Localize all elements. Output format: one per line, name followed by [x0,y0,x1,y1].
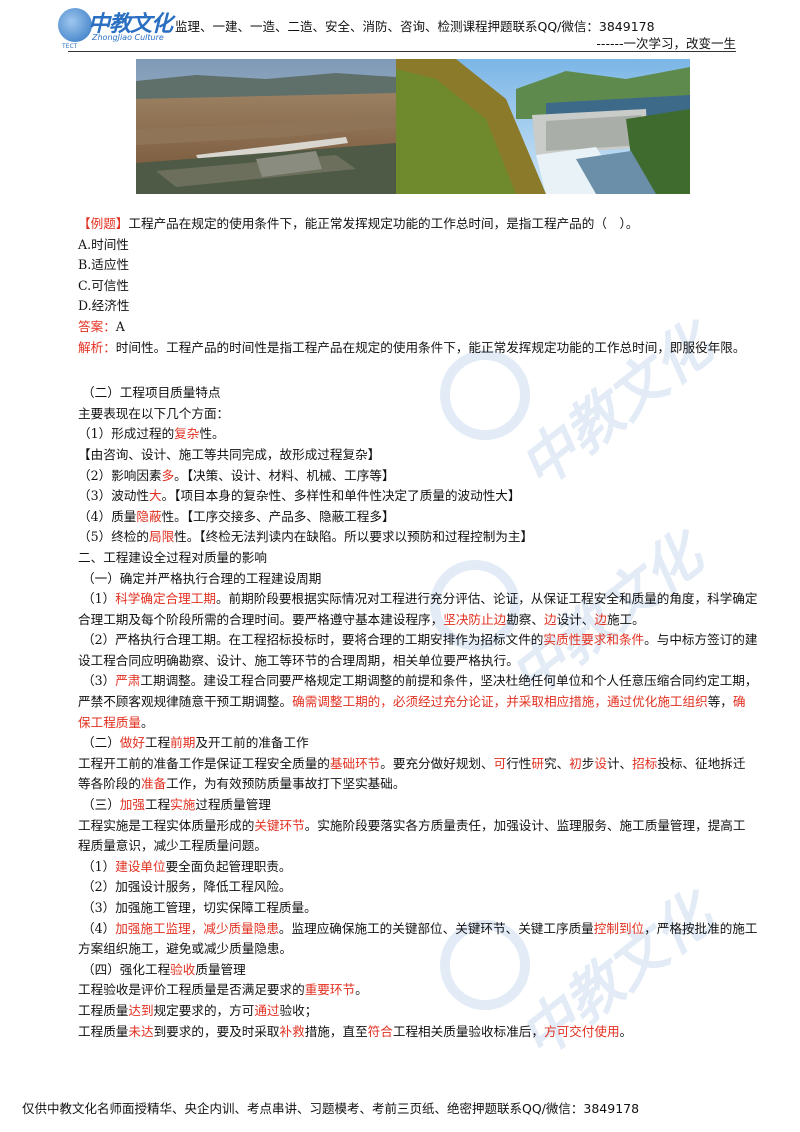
section2-sub3-heading: （三）加强工程实施过程质量管理 [82,797,271,813]
feature-1: （1）形成过程的复杂性。 [78,426,225,442]
section2-sub4-heading: （四）强化工程验收质量管理 [82,961,246,977]
analysis-text: 时间性。工程产品的时间性是指工程产品在规定的使用条件下，能正常发挥规定功能的工作… [115,339,746,355]
analysis-line: 解析：时间性。工程产品的时间性是指工程产品在规定的使用条件下，能正常发挥规定功能… [78,338,758,359]
dam-photos [136,59,690,194]
option-a: A.时间性 [78,236,129,252]
feature-4: （4）质量隐蔽性。【工序交接多、产品多、隐蔽工程多】 [78,508,395,524]
logo-emblem-icon [58,8,92,42]
feature-2: （2）影响因素多。【决策、设计、材料、机械、工序等】 [78,467,395,483]
feature-1-note: 【由咨询、设计、施工等共同完成，故形成过程复杂】 [78,446,381,462]
photo-hydro-dam-valley [396,59,690,194]
section2-heading: 二、工程建设全过程对质量的影响 [78,549,267,565]
section2-item1: （1）科学确定合理工期。前期阶段要根据实际情况对工程进行充分评估、论证，从保证工… [78,591,758,627]
header-slogan: ------一次学习，改变一生 [596,36,736,51]
document-body: 【例题】工程产品在规定的使用条件下，能正常发挥规定功能的工作总时间，是指工程产品… [78,214,758,1042]
section2-sub3-item1: （1）建设单位要全面负起管理职责。 [82,858,292,874]
option-d: D.经济性 [78,298,130,314]
section2-sub1-heading: （一）确定并严格执行合理的工程建设周期 [82,570,322,586]
answer-value: A [115,318,125,334]
section2-sub4-line2: 工程质量达到规定要求的，方可通过验收； [78,1002,318,1018]
question-tag: 【例题】 [78,216,129,231]
section2-sub2-paragraph: 工程开工前的准备工作是保证工程安全质量的基础环节。要充分做好规划、可行性研究、初… [78,755,746,792]
analysis-label: 解析： [78,339,116,355]
section2-sub2-heading: （二）做好工程前期及开工前的准备工作 [82,735,309,751]
option-c: C.可信性 [78,277,129,293]
section2-sub3-paragraph: 工程实施是工程实体质量形成的关键环节。实施阶段要落实各方质量责任，加强设计、监理… [78,817,746,854]
features-heading: （二）工程项目质量特点 [82,385,221,401]
section2-item3: （3）严肃工期调整。建设工程合同要严格规定工期调整的前提和条件，坚决杜绝任何单位… [78,673,758,730]
option-b: B.适应性 [78,257,130,273]
section2-sub3-item4: （4）加强施工监理，减少质量隐患。监理应确保施工的关键部位、关键环节、关键工序质… [78,920,758,957]
page-header: 中教文化 ZhongJiao Culture TECT 监理、一建、一造、二造、… [0,0,800,56]
logo-tect: TECT [62,43,78,50]
logo-subtitle: ZhongJiao Culture [92,33,164,42]
question-stem: 【例题】工程产品在规定的使用条件下，能正常发挥规定功能的工作总时间，是指工程产品… [78,214,758,235]
answer-label: 答案： [78,318,116,334]
section2-sub4-line1: 工程验收是评价工程质量是否满足要求的重要环节。 [78,982,368,998]
section2-item2: （2）严格执行合理工期。在工程招标投标时，要将合理的工期安排作为招标文件的实质性… [78,632,758,668]
section2-sub4-line3: 工程质量未达到要求的，要及时采取补救措施，直至符合工程相关质量验收标准后，方可交… [78,1023,633,1039]
header-divider [68,51,736,52]
section2-sub3-item2: （2）加强设计服务，降低工程风险。 [82,879,292,895]
brand-logo: 中教文化 ZhongJiao Culture TECT [58,6,188,50]
feature-5: （5）终检的局限性。【终检无法判读内在缺陷。所以要求以预防和过程控制为主】 [78,529,534,545]
feature-3: （3）波动性大。【项目本身的复杂性、多样性和单件性决定了质量的波动性大】 [78,488,521,504]
header-contact-ad: 监理、一建、一造、二造、安全、消防、咨询、检测课程押题联系QQ/微信：38491… [175,19,655,34]
section2-sub3-item3: （3）加强施工管理，切实保障工程质量。 [82,900,317,915]
answer-line: 答案：A [78,317,758,338]
question-stem-text: 工程产品在规定的使用条件下，能正常发挥规定功能的工作总时间，是指工程产品的（ ）… [128,216,639,231]
page-footer: 仅供中教文化名师面授精华、央企内训、考点串讲、习题模考、考前三页纸、绝密押题联系… [22,1101,640,1116]
features-intro: 主要表现在以下几个方面： [78,405,230,421]
logo-text: 中教文化 [88,12,173,37]
photo-river-dam-aerial [136,59,396,194]
